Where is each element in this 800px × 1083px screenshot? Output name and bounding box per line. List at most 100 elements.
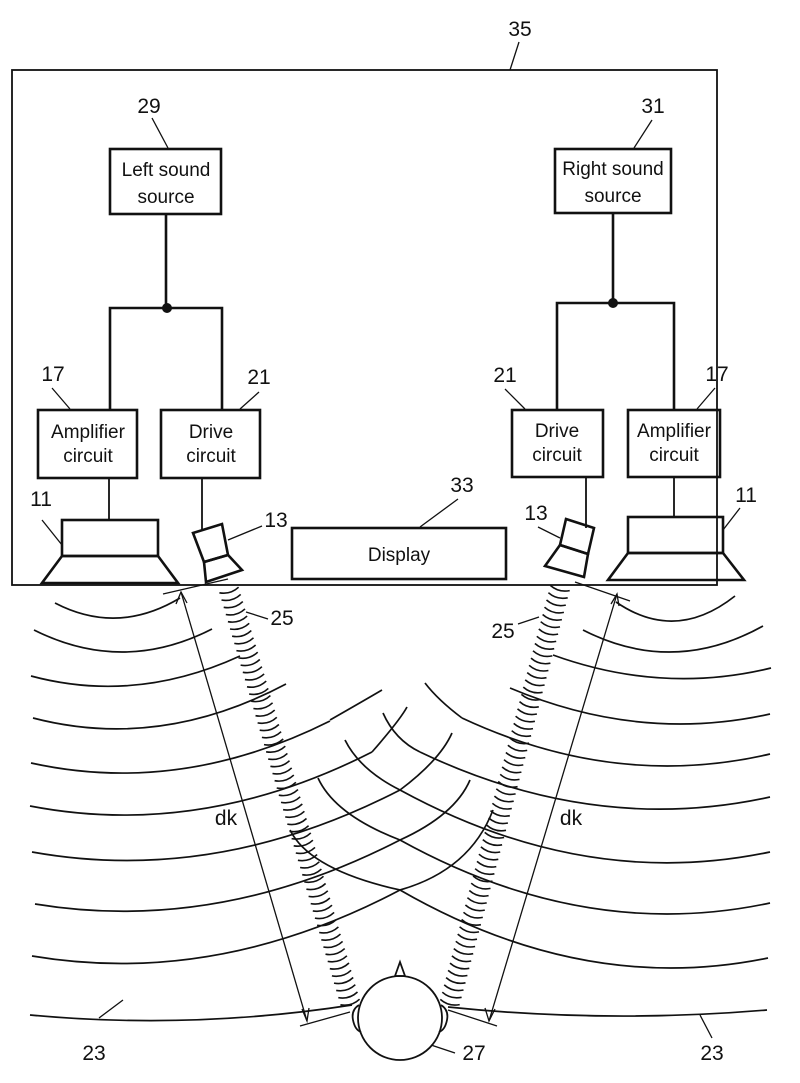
left-dk-arrow-top <box>176 592 187 604</box>
left-beam-arc <box>330 963 349 969</box>
left-beam-arc <box>222 594 241 600</box>
left-beam-arc <box>281 797 300 803</box>
directional-beam-right <box>440 585 569 1005</box>
left-beam-arc <box>247 681 266 687</box>
left-beam-arc <box>219 587 238 593</box>
left-beam-arc <box>236 645 255 651</box>
right-wavefront-arc <box>400 890 768 968</box>
right-beam-arc <box>462 920 481 926</box>
left-wavefront-arc <box>32 890 400 964</box>
right-wavefront-ref: 23 <box>700 1042 723 1065</box>
left-wavefront-arc <box>35 840 400 911</box>
right-beam-arc <box>498 782 517 788</box>
left-beam-arc <box>328 956 347 962</box>
right-beam-arc <box>458 934 477 940</box>
right-beam-arc <box>452 956 471 962</box>
right-amplifier-ref: 17 <box>705 363 728 386</box>
left-beam-arc <box>230 623 249 629</box>
enclosure-leader <box>510 42 519 70</box>
right-beam-arc <box>548 593 567 599</box>
left-beam-arc <box>277 782 296 788</box>
left-beam-arc <box>268 753 287 759</box>
left-wavefront-arc <box>34 629 212 652</box>
right-beam-arc <box>547 600 566 606</box>
right-beam-arc <box>535 644 554 650</box>
wavefronts-left <box>30 598 493 1021</box>
left-beam-arc <box>338 992 357 998</box>
wavefronts-right <box>290 596 771 1016</box>
right-beam-arc <box>537 636 556 642</box>
left-wavefront-hook <box>372 707 407 752</box>
left-beam-arc <box>273 768 292 774</box>
left-wavefront-ref: 23 <box>82 1042 105 1065</box>
left-beam-arc <box>285 811 304 817</box>
right-beam-arc <box>492 803 511 809</box>
left-drive-ref: 21 <box>247 366 270 389</box>
right-beam-arc <box>545 607 564 613</box>
listener-ref: 27 <box>462 1042 485 1065</box>
left-amplifier-label-1: Amplifier <box>51 422 126 443</box>
left-beam-arc <box>270 761 289 767</box>
left-beam-arc <box>245 674 264 680</box>
right-beam-arc <box>543 615 562 621</box>
display-label: Display <box>368 545 431 566</box>
left-wavefront-hook <box>400 780 470 840</box>
left-beam-arc <box>315 912 334 918</box>
right-beam-arc <box>481 847 500 853</box>
left-sound-source-label-1: Left sound <box>122 160 211 181</box>
left-beam-arc <box>232 631 251 637</box>
right-dk-line <box>489 594 617 1021</box>
right-beam-arc <box>448 970 467 976</box>
left-beam-arc <box>234 638 253 644</box>
right-beam-arc <box>541 622 560 628</box>
right-beam-arc <box>506 753 525 759</box>
left-beam-arc <box>309 891 328 897</box>
distance-right: dk <box>448 582 630 1026</box>
right-speaker-ref: 11 <box>735 484 757 507</box>
right-beam-arc <box>454 949 473 955</box>
left-amplifier-label-2: circuit <box>63 446 113 467</box>
left-beam-ref: 25 <box>270 607 293 630</box>
right-sound-source-label-2: source <box>584 186 641 207</box>
left-beam-arc <box>264 739 283 745</box>
right-beam-arc <box>514 723 533 729</box>
head-circle <box>358 976 442 1060</box>
right-amplifier-label-2: circuit <box>649 445 699 466</box>
left-beam-arc <box>239 652 258 658</box>
right-beam-arc <box>469 891 488 897</box>
right-wavefront-hook <box>425 683 462 718</box>
right-wavefront-arc <box>400 790 770 863</box>
right-beam-arc <box>529 665 548 671</box>
right-beam-arc <box>502 767 521 773</box>
right-beam-arc <box>471 883 490 889</box>
right-wavefront-leader <box>700 1015 712 1038</box>
right-beam-arc <box>539 629 558 635</box>
listener-head: 27 <box>353 962 486 1065</box>
right-sound-source-label-1: Right sound <box>562 159 663 180</box>
nose-marker <box>395 962 405 976</box>
left-beam-arc <box>334 978 353 984</box>
right-beam-arc <box>533 651 552 657</box>
left-beam-arc <box>336 985 355 991</box>
left-dk-line <box>181 592 307 1021</box>
right-beam-leader <box>518 617 539 624</box>
right-wavefront-arc <box>510 688 770 724</box>
right-beam-arc <box>442 992 461 998</box>
left-beam-arc <box>323 941 342 947</box>
right-beam-arc <box>444 985 463 991</box>
left-drive-label-2: circuit <box>186 446 236 467</box>
right-beam-arc <box>440 999 459 1005</box>
left-speaker-ref: 11 <box>30 488 52 511</box>
left-beam-arc <box>279 790 298 796</box>
left-sound-source-label-2: source <box>137 187 194 208</box>
left-beam-arc <box>311 898 330 904</box>
listener-leader <box>431 1045 455 1053</box>
right-wavefront-arc <box>583 626 763 652</box>
right-beam-arc <box>550 585 569 591</box>
right-speaker-leader <box>723 508 740 530</box>
display-ref: 33 <box>450 474 473 497</box>
right-beam-arc <box>489 818 508 824</box>
right-wavefront-arc <box>553 655 771 679</box>
left-beam-arc <box>262 732 281 738</box>
